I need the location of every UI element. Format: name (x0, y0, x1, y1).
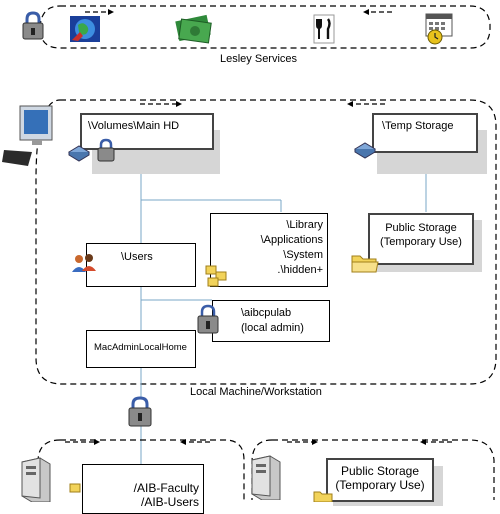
public-server-icon (248, 454, 282, 505)
users-box: \Users (86, 243, 196, 287)
calendar-clock-icon (422, 12, 456, 51)
restaurant-icon (313, 14, 335, 49)
aibcpulab-line2: (local admin) (241, 322, 304, 334)
folder-icon (350, 250, 380, 279)
drive-icon (68, 144, 90, 167)
temp-storage-box: \Temp Storage (372, 113, 478, 153)
lock-icon (20, 10, 46, 47)
money-icon (174, 12, 214, 51)
library-line-applications: \Applications (260, 234, 323, 246)
aib-faculty-line: /AIB-Faculty (133, 481, 199, 495)
lesley-services-label: Lesley Services (220, 53, 298, 65)
aibcpulab-box: \aibcpulab (local admin) (212, 300, 330, 342)
main-hd-box: \Volumes\Main HD (80, 113, 214, 150)
system-folders-icon (204, 264, 230, 293)
library-box: \Library \Applications \System .\hidden+ (210, 213, 328, 287)
mac-admin-local-home-box: MacAdminLocalHome (86, 330, 196, 368)
admin-lock-icon (196, 304, 220, 341)
local-machine-label: Local Machine/Workstation (190, 386, 322, 398)
aibcpulab-line1: \aibcpulab (241, 307, 292, 319)
globe-icon (68, 14, 102, 49)
temp-storage-label: \Temp Storage (382, 120, 454, 132)
aib-users-line: /AIB-Users (140, 495, 199, 509)
main-hd-lock-icon (96, 138, 116, 169)
public-storage-box: Public Storage (Temporary Use) (368, 213, 474, 265)
mac-admin-local-home-label: MacAdminLocalHome (94, 342, 187, 353)
bottom-public-storage-line2: (Temporary Use) (335, 478, 425, 492)
bottom-folder-icon (312, 488, 336, 507)
faculty-server-icon (18, 456, 52, 507)
faculty-folders-icon (68, 482, 84, 503)
library-line-hidden: .\hidden+ (277, 264, 323, 276)
network-lock-icon (126, 395, 154, 434)
users-label: \Users (121, 251, 153, 263)
workstation-computer-icon (2, 104, 54, 171)
library-line-library: \Library (286, 219, 323, 231)
library-line-system: \System (283, 249, 323, 261)
public-storage-line1: Public Storage (385, 222, 457, 234)
bottom-public-storage-box: Public Storage (Temporary Use) (326, 458, 434, 502)
main-hd-label: \Volumes\Main HD (88, 120, 180, 132)
users-group-icon (70, 252, 100, 281)
public-storage-line2: (Temporary Use) (380, 236, 462, 248)
temp-drive-icon (354, 141, 376, 164)
aib-faculty-box: /AIB-Faculty /AIB-Users (82, 464, 204, 514)
bottom-public-storage-line1: Public Storage (340, 464, 420, 478)
